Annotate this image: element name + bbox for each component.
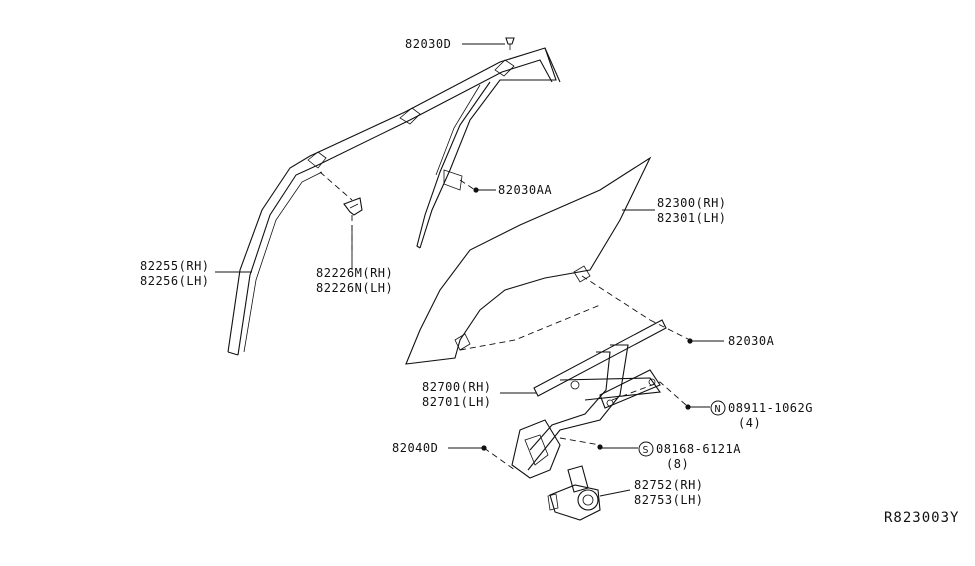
label-82300-rh: 82300(RH) — [657, 196, 727, 210]
label-82301-lh: 82301(LH) — [657, 211, 727, 225]
label-82255-rh: 82255(RH) — [140, 259, 210, 273]
screw-symbol-icon — [638, 441, 654, 457]
nut-symbol-icon — [710, 400, 726, 416]
leader-lines — [215, 43, 724, 497]
label-82030A: 82030A — [728, 334, 775, 348]
window-regulator — [511, 319, 667, 479]
nut-symbol-letter: N — [715, 404, 721, 415]
regulator-motor — [547, 465, 601, 521]
label-82226N-lh: 82226N(LH) — [316, 281, 393, 295]
label-82752-rh: 82752(RH) — [634, 478, 704, 492]
label-08911-1062G: 08911-1062G — [728, 401, 813, 415]
diagram-code: R823003Y — [884, 510, 959, 526]
assembly-dash-lines — [319, 171, 691, 471]
label-82256-lh: 82256(LH) — [140, 274, 210, 288]
label-82040D: 82040D — [392, 441, 438, 455]
label-08168-6121A: 08168-6121A — [656, 442, 741, 456]
door-sash-channel — [227, 47, 561, 356]
label-08168-qty: (8) — [666, 457, 689, 471]
label-82030D: 82030D — [405, 37, 451, 51]
door-glass — [405, 156, 652, 365]
bracket-82226 — [343, 197, 363, 216]
label-82226M-rh: 82226M(RH) — [316, 266, 393, 280]
label-82701-lh: 82701(LH) — [422, 395, 492, 409]
label-08911-qty: (4) — [738, 416, 761, 430]
label-82700-rh: 82700(RH) — [422, 380, 492, 394]
fasteners — [473, 37, 693, 451]
label-82030AA: 82030AA — [498, 183, 552, 197]
label-82753-lh: 82753(LH) — [634, 493, 704, 507]
division-bar — [416, 47, 557, 249]
screw-symbol-letter: S — [643, 445, 649, 456]
